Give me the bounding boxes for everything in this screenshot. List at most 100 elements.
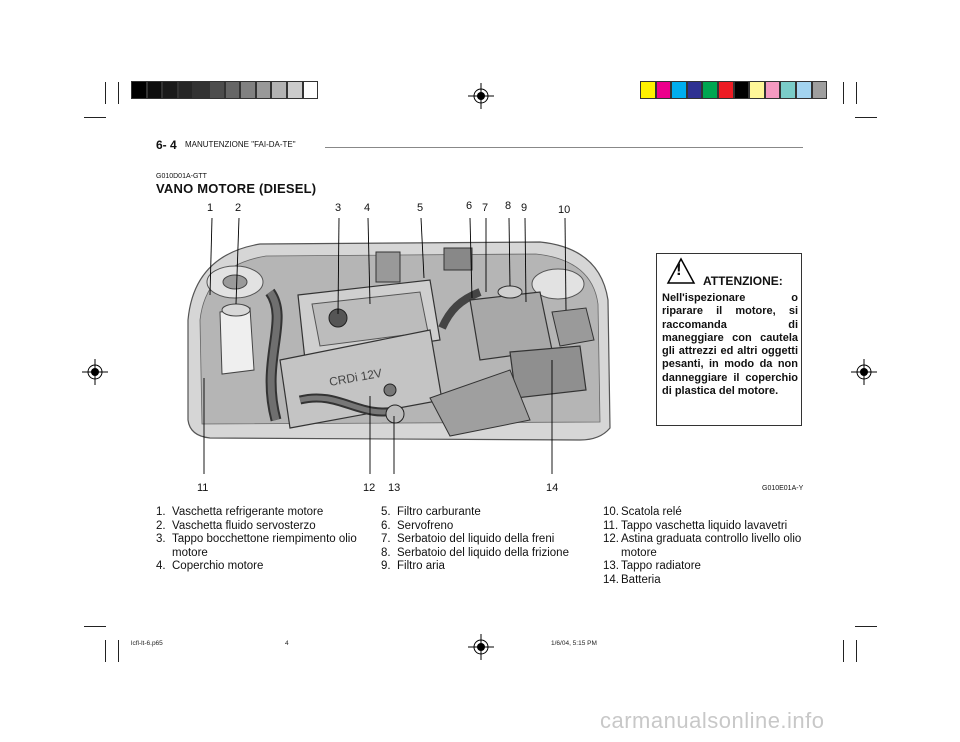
legend-item-text: Astina graduata controllo livello olio m… bbox=[621, 533, 802, 559]
warning-text: Nell'ispezionare o riparare il motore, s… bbox=[662, 292, 798, 398]
legend-item-text: Serbatoio del liquido della frizione bbox=[397, 546, 569, 559]
callout-4: 4 bbox=[364, 202, 371, 214]
warning-symbol: ! bbox=[676, 260, 682, 279]
page-number: 6- 4 bbox=[156, 138, 177, 152]
callout-11: 11 bbox=[197, 482, 209, 494]
warning-triangle-icon bbox=[666, 257, 696, 290]
footer-page: 4 bbox=[285, 640, 289, 647]
legend-item-number: 7. bbox=[381, 533, 391, 546]
legend-item-number: 2. bbox=[156, 519, 166, 532]
gray-swatch-3 bbox=[162, 81, 178, 99]
callout-8: 8 bbox=[505, 200, 512, 212]
callout-3: 3 bbox=[335, 202, 342, 214]
figure-code: G010E01A-Y bbox=[762, 485, 804, 492]
callout-5: 5 bbox=[417, 202, 424, 214]
callout-10: 10 bbox=[558, 204, 571, 216]
legend-item-number: 4. bbox=[156, 560, 166, 573]
legend-item-text: Scatola relé bbox=[621, 506, 682, 518]
color-swatch-12 bbox=[811, 81, 828, 99]
footer-date: 1/6/04, 5:15 PM bbox=[551, 640, 597, 647]
crop-mark bbox=[84, 117, 106, 118]
legend-item-number: 8. bbox=[381, 546, 391, 559]
gray-swatch-2 bbox=[146, 81, 163, 99]
legend-item: 1. Vaschetta refrigerante motore bbox=[156, 506, 370, 520]
crop-mark bbox=[118, 82, 119, 104]
warning-title: ATTENZIONE: bbox=[703, 274, 783, 288]
gray-swatch-6 bbox=[208, 81, 225, 99]
page-title: VANO MOTORE (DIESEL) bbox=[156, 181, 317, 196]
gray-swatch-11 bbox=[286, 81, 303, 99]
legend-item: 12.Astina graduata controllo livello oli… bbox=[603, 533, 808, 560]
grayscale-bar bbox=[131, 81, 319, 99]
callout-2: 2 bbox=[235, 202, 242, 214]
legend-item-text: Vaschetta refrigerante motore bbox=[172, 506, 324, 518]
callout-13: 13 bbox=[388, 482, 401, 494]
legend-item: 13.Tappo radiatore bbox=[603, 560, 808, 574]
gray-swatch-4 bbox=[177, 81, 194, 99]
gray-swatch-7 bbox=[224, 81, 241, 99]
callout-12: 12 bbox=[363, 482, 376, 494]
color-swatch-7 bbox=[733, 81, 750, 99]
gray-swatch-5 bbox=[193, 81, 209, 99]
callout-6: 6 bbox=[466, 200, 473, 212]
legend-item-text: Vaschetta fluido servosterzo bbox=[172, 519, 316, 532]
callout-14: 14 bbox=[546, 482, 559, 494]
registration-mark-icon bbox=[468, 83, 494, 109]
gray-swatch-8 bbox=[240, 81, 256, 99]
legend-item: 9. Filtro aria bbox=[381, 560, 591, 574]
gray-swatch-12 bbox=[302, 81, 319, 99]
crop-mark bbox=[105, 640, 106, 662]
legend-item: 6.Servofreno bbox=[381, 520, 591, 534]
legend-item-number: 12. bbox=[603, 533, 619, 546]
header-divider bbox=[325, 147, 803, 148]
legend-item: 11.Tappo vaschetta liquido lavavetri bbox=[603, 520, 808, 534]
registration-mark-icon bbox=[851, 359, 877, 385]
color-swatch-4 bbox=[686, 81, 703, 99]
legend-item: 5.Filtro carburante bbox=[381, 506, 591, 520]
legend-item: 10.Scatola relé bbox=[603, 506, 808, 520]
legend-item-number: 14. bbox=[603, 573, 619, 586]
legend-item-text: Coperchio motore bbox=[172, 560, 264, 573]
legend-item-number: 3. bbox=[156, 533, 166, 546]
legend-item-text: Serbatoio del liquido della freni bbox=[397, 533, 555, 546]
legend-item: 3. Tappo bocchettone riempimento olio mot… bbox=[156, 533, 370, 560]
watermark: carmanualsonline.info bbox=[600, 708, 825, 733]
crop-mark bbox=[856, 640, 857, 662]
crop-mark bbox=[118, 640, 119, 662]
legend-item-number: 10. bbox=[603, 506, 619, 518]
legend-item-number: 1. bbox=[156, 506, 166, 518]
legend-item-number: 9. bbox=[381, 560, 391, 573]
legend-item-text: Batteria bbox=[621, 573, 661, 586]
gray-swatch-9 bbox=[255, 81, 272, 99]
gray-swatch-10 bbox=[271, 81, 287, 99]
legend-item: 8. Serbatoio del liquido della frizione bbox=[381, 547, 591, 561]
legend-item-text: Tappo bocchettone riempimento olio motor… bbox=[172, 533, 357, 559]
color-swatch-11 bbox=[795, 81, 812, 99]
color-swatch-2 bbox=[655, 81, 672, 99]
legend-item-text: Servofreno bbox=[397, 519, 454, 532]
legend-item-text: Tappo vaschetta liquido lavavetri bbox=[621, 519, 788, 532]
engine-bay-illustration: CRDi 12V bbox=[180, 200, 620, 505]
legend-item-text: Filtro aria bbox=[397, 560, 445, 573]
color-swatch-6 bbox=[717, 81, 734, 99]
crop-mark bbox=[84, 626, 106, 627]
color-swatch-9 bbox=[764, 81, 781, 99]
registration-mark-icon bbox=[468, 634, 494, 660]
crop-mark bbox=[843, 640, 844, 662]
color-swatch-10 bbox=[780, 81, 796, 99]
legend-item: 4. Coperchio motore bbox=[156, 560, 370, 574]
crop-mark bbox=[856, 82, 857, 104]
section-header: MANUTENZIONE "FAI-DA-TE" bbox=[185, 140, 296, 149]
doc-code: G010D01A-GTT bbox=[156, 173, 207, 180]
legend-item: 14.Batteria bbox=[603, 574, 808, 588]
crop-mark bbox=[855, 626, 877, 627]
callout-1: 1 bbox=[207, 202, 214, 214]
color-swatch-5 bbox=[702, 81, 718, 99]
registration-mark-icon bbox=[82, 359, 108, 385]
legend-column-1: 1. Vaschetta refrigerante motore 2. Vaschet… bbox=[156, 506, 370, 574]
legend-item-number: 5. bbox=[381, 506, 391, 518]
crop-mark bbox=[855, 117, 877, 118]
color-swatch-3 bbox=[671, 81, 687, 99]
